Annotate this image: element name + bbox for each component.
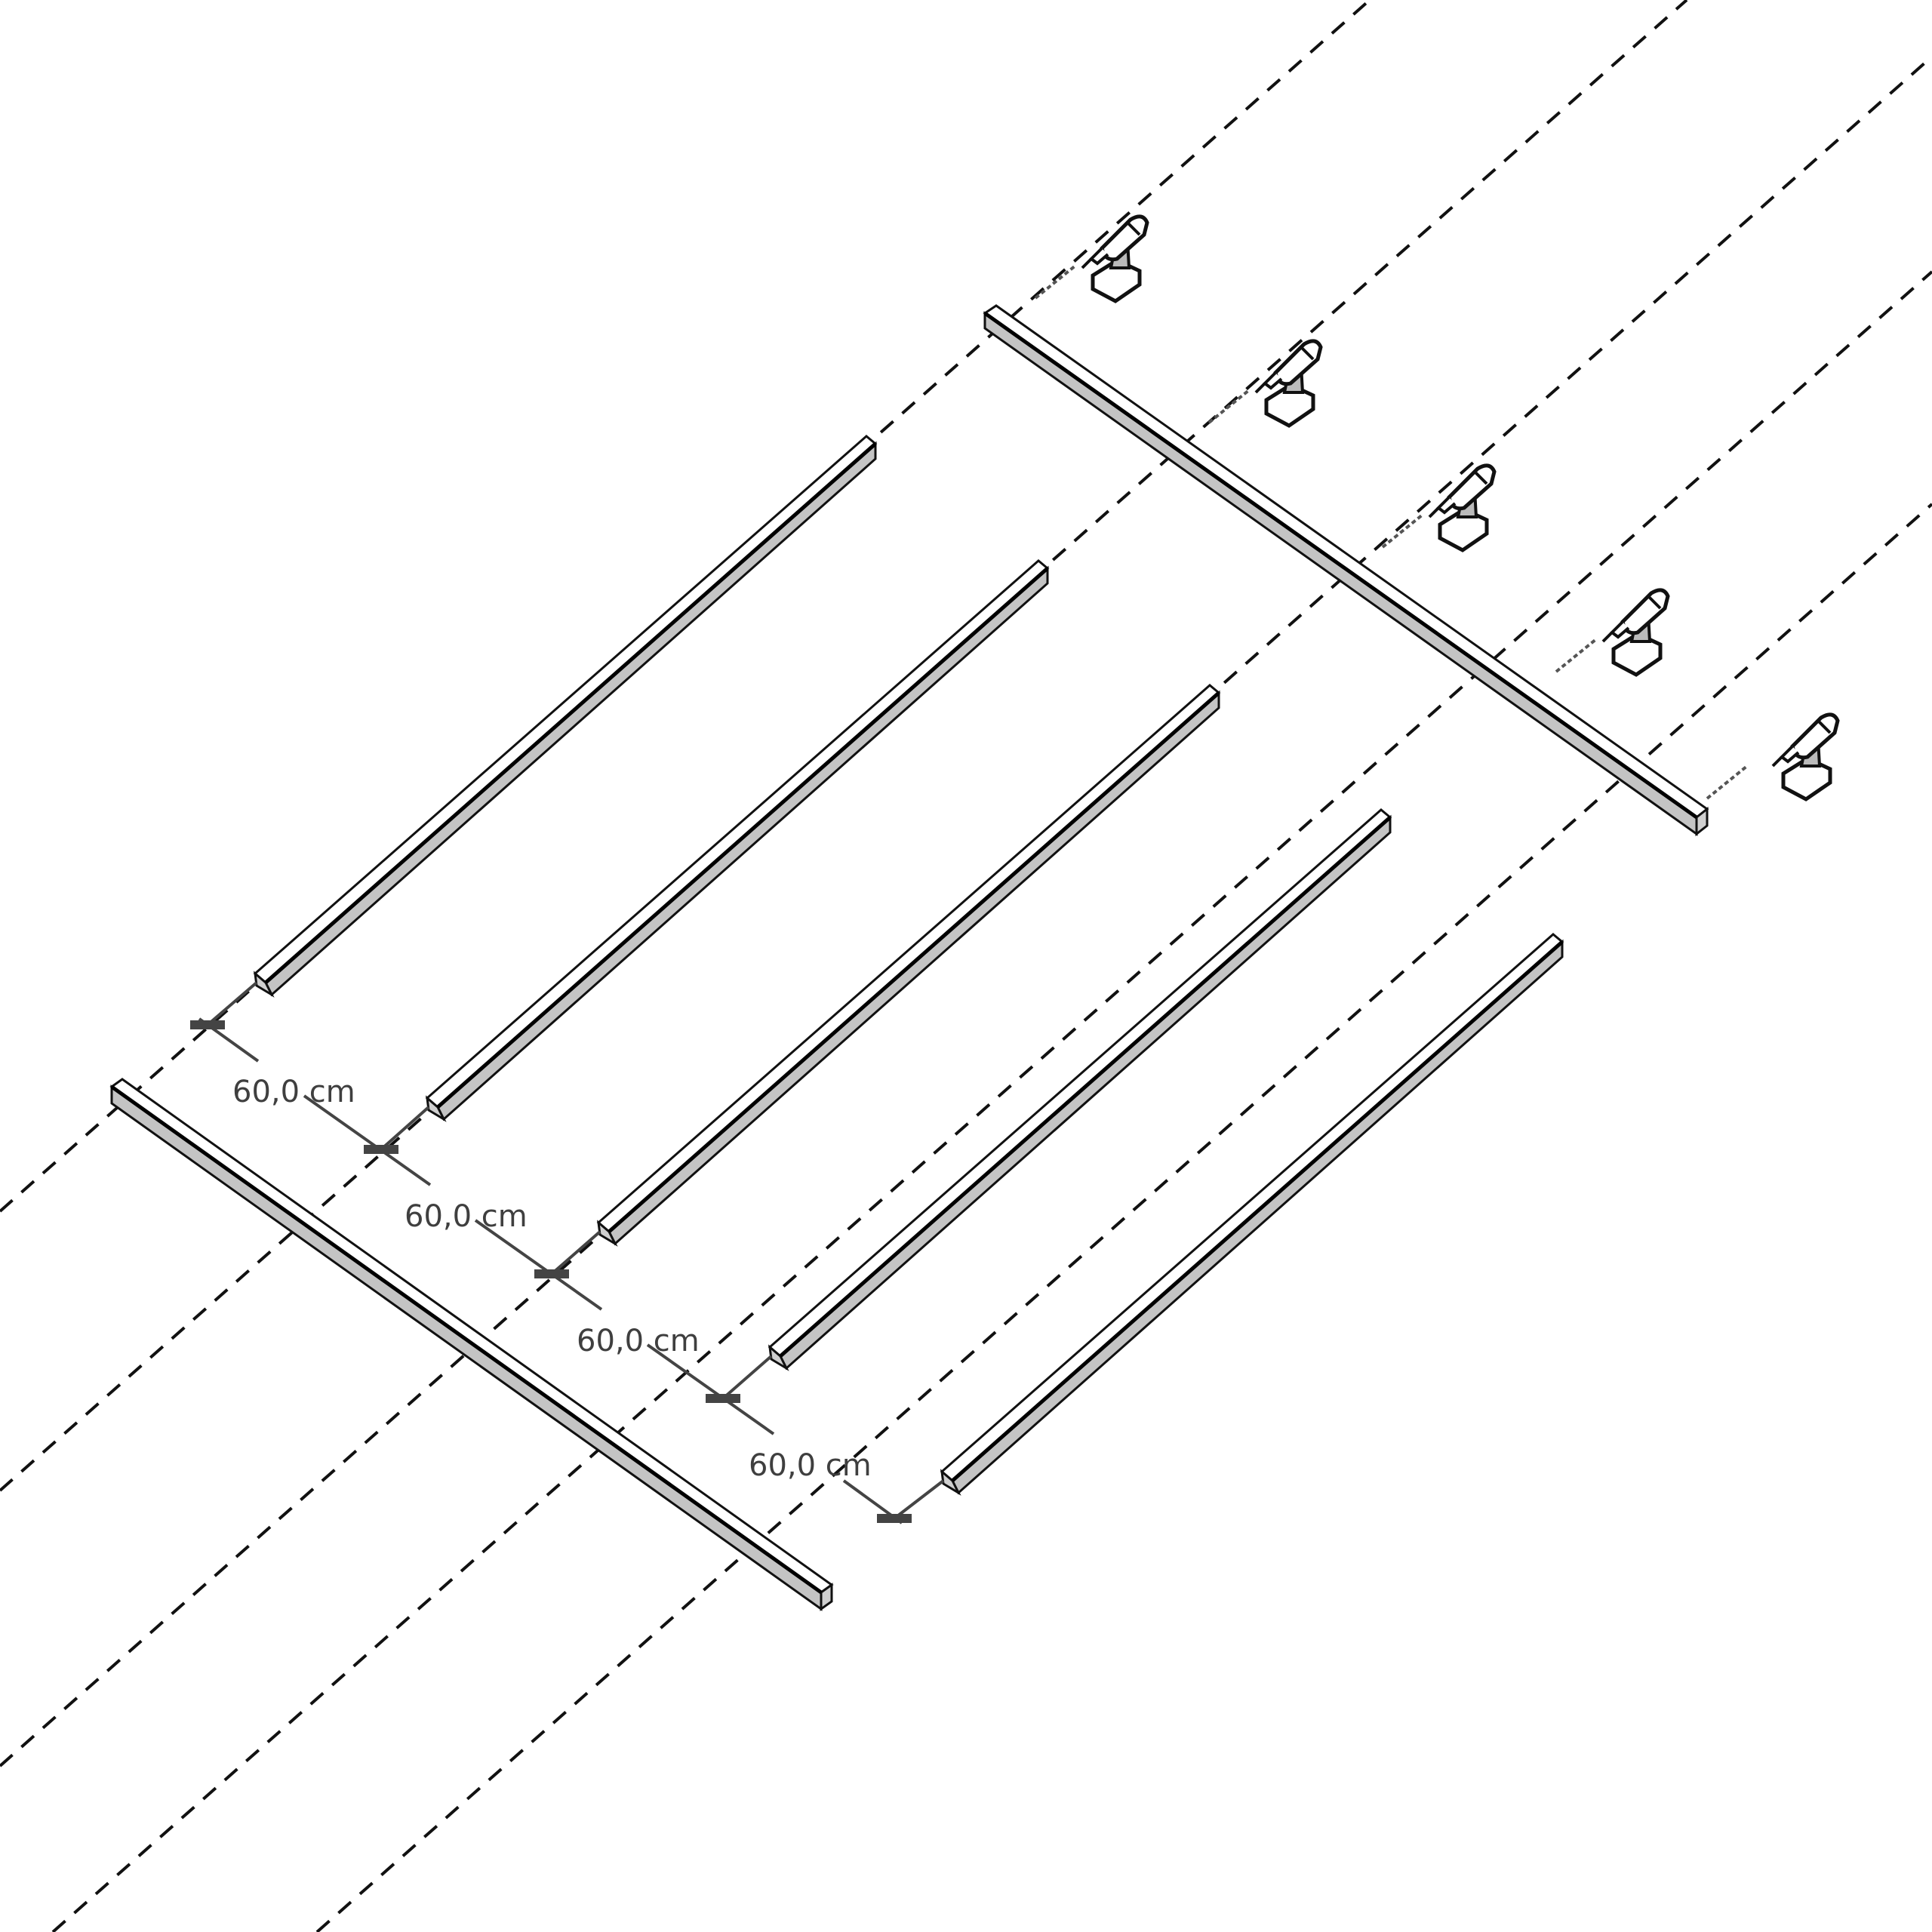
cordless-drill-icon xyxy=(1082,217,1147,301)
back-rim-beam xyxy=(983,304,1709,837)
axis-line-4 xyxy=(51,270,1932,1932)
joist-1 xyxy=(253,435,878,998)
joist-3 xyxy=(596,684,1221,1247)
dimension-marker-2 xyxy=(303,1094,432,1186)
axis-line-5 xyxy=(315,503,1932,1932)
cordless-drill-icon xyxy=(1256,341,1321,426)
joists xyxy=(253,435,1564,1496)
joist-4 xyxy=(768,808,1392,1371)
screw-icon xyxy=(1555,638,1598,673)
dimension-markers xyxy=(190,981,945,1524)
screw-icon xyxy=(1381,513,1424,549)
joist-5 xyxy=(940,933,1564,1496)
screw-icon xyxy=(1706,764,1749,800)
screw-icon xyxy=(1208,389,1251,424)
cordless-drill-icon xyxy=(1773,715,1838,799)
front-rim-beam xyxy=(109,1078,834,1611)
spacing-label-1: 60,0 cm xyxy=(232,1075,355,1109)
screw-icon xyxy=(1034,264,1077,300)
dimension-marker-5 xyxy=(842,1479,945,1524)
spacing-label-3: 60,0 cm xyxy=(577,1324,700,1358)
spacing-label-4: 60,0 cm xyxy=(749,1448,872,1483)
spacing-label-2: 60,0 cm xyxy=(405,1199,528,1234)
dimension-marker-3 xyxy=(474,1219,603,1311)
joist-2 xyxy=(425,559,1050,1122)
dimension-marker-1 xyxy=(190,981,260,1063)
cordless-drill-icon xyxy=(1603,590,1668,675)
screws xyxy=(1034,264,1749,800)
dimension-marker-4 xyxy=(646,1343,775,1435)
axis-line-1 xyxy=(0,0,1371,1213)
cordless-drill-icon xyxy=(1429,466,1494,550)
